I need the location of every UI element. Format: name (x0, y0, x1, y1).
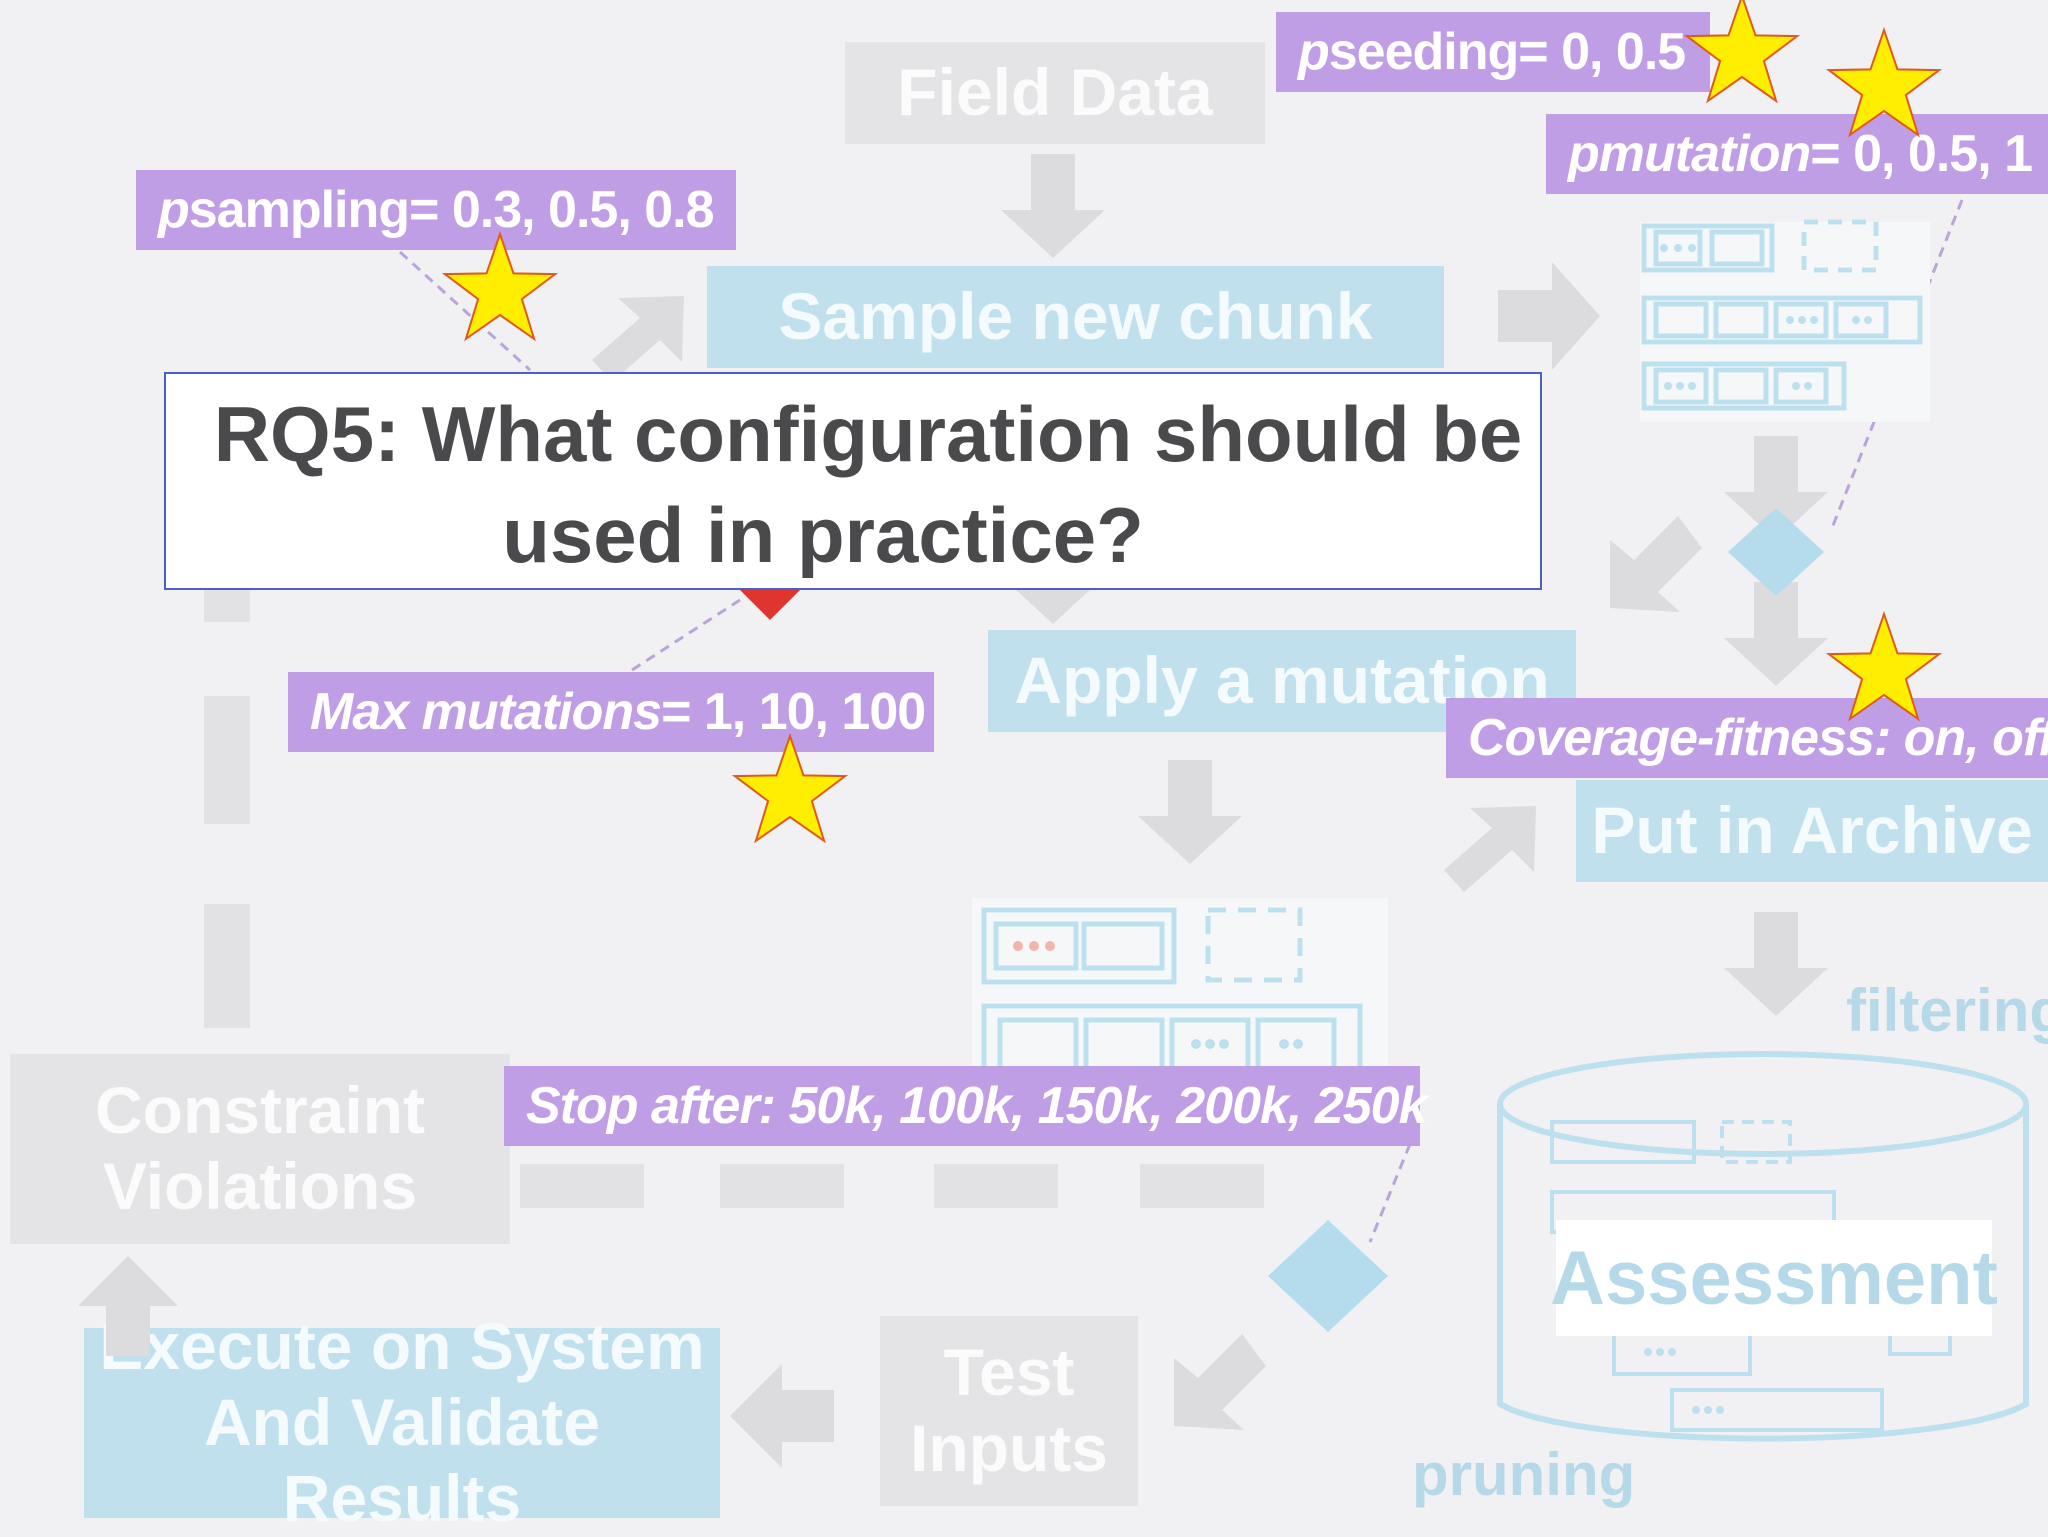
research-question-line2: used in practice? (502, 491, 1144, 580)
constraint-violations-line1: Constraint (95, 1073, 425, 1148)
star-icon (443, 233, 557, 340)
assessment-label: Assessment (1550, 1235, 1998, 1321)
field-data-box: Field Data (845, 42, 1265, 144)
p-sampling-var: p (158, 181, 190, 239)
p-mutation-var: p (1568, 125, 1600, 183)
stop-after-text: Stop after: 50k, 100k, 150k, 200k, 250k (526, 1077, 1428, 1135)
max-mutations-name: Max mutations (310, 683, 662, 741)
put-in-archive-box: Put in Archive (1576, 780, 2048, 882)
p-seeding-values: = 0, 0.5 (1518, 23, 1686, 81)
test-inputs-line2: Inputs (910, 1411, 1108, 1485)
test-inputs-line1: Test (943, 1335, 1075, 1410)
pruning-label: pruning (1412, 1441, 1636, 1508)
field-data-label: Field Data (897, 55, 1213, 130)
p-mutation-label: p mutation = 0, 0.5, 1 (1546, 114, 2048, 194)
diamond-icon (1268, 1220, 1388, 1332)
constraint-violations-line2: Violations (102, 1149, 418, 1223)
p-mutation-values: = 0, 0.5, 1 (1810, 125, 2033, 183)
diamond-icon (1728, 508, 1824, 596)
execute-box: Execute on System And Validate Results (84, 1309, 720, 1535)
arrow-icon (78, 154, 1828, 1468)
star-icon (1685, 0, 1799, 102)
loop-dash (1140, 1164, 1264, 1208)
p-seeding-label: p seeding = 0, 0.5 (1276, 12, 1710, 92)
star-icon (1827, 613, 1941, 720)
loop-dash (520, 1164, 644, 1208)
p-seeding-name: seeding (1328, 23, 1519, 81)
p-seeding-var: p (1298, 23, 1330, 81)
put-in-archive-label: Put in Archive (1591, 793, 2033, 868)
p-sampling-values: = 0.3, 0.5, 0.8 (409, 181, 714, 239)
coverage-fitness-label: Coverage-fitness: on, off (1446, 698, 2048, 778)
database-icon (1497, 1051, 2029, 1442)
research-question-box: RQ5: What configuration should be used i… (164, 372, 1542, 590)
field-table-icon (1640, 219, 1930, 422)
stop-after-label: Stop after: 50k, 100k, 150k, 200k, 250k (504, 1066, 1428, 1146)
field-table-icon (972, 898, 1388, 1073)
star-icon (733, 735, 847, 842)
research-question-line1: RQ5: What configuration should be (213, 390, 1523, 478)
max-mutations-label: Max mutations = 1, 10, 100 (288, 672, 934, 752)
p-sampling-label: p sampling = 0.3, 0.5, 0.8 (136, 170, 736, 250)
coverage-fitness-text: Coverage-fitness: on, off (1468, 709, 2048, 767)
star-icon (1827, 29, 1941, 136)
diamond-icon (740, 590, 800, 620)
p-mutation-name: mutation (1598, 125, 1812, 183)
assessment-label-box: Assessment (1550, 1220, 1998, 1336)
execute-line2: And Validate Results (203, 1385, 601, 1535)
test-inputs-box: Test Inputs (880, 1316, 1138, 1506)
constraint-violations-box: Constraint Violations (10, 1054, 510, 1244)
sample-new-chunk-box: Sample new chunk (707, 266, 1444, 368)
p-sampling-name: sampling (188, 181, 410, 239)
loop-dash (720, 1164, 844, 1208)
loop-dash (934, 1164, 1058, 1208)
loop-dash (204, 696, 250, 824)
execute-line1: Execute on System (99, 1309, 705, 1384)
max-mutations-values: = 1, 10, 100 (661, 683, 926, 741)
loop-dash (204, 904, 250, 1028)
sample-new-chunk-label: Sample new chunk (778, 279, 1373, 354)
filtering-label: filtering (1846, 977, 2048, 1044)
